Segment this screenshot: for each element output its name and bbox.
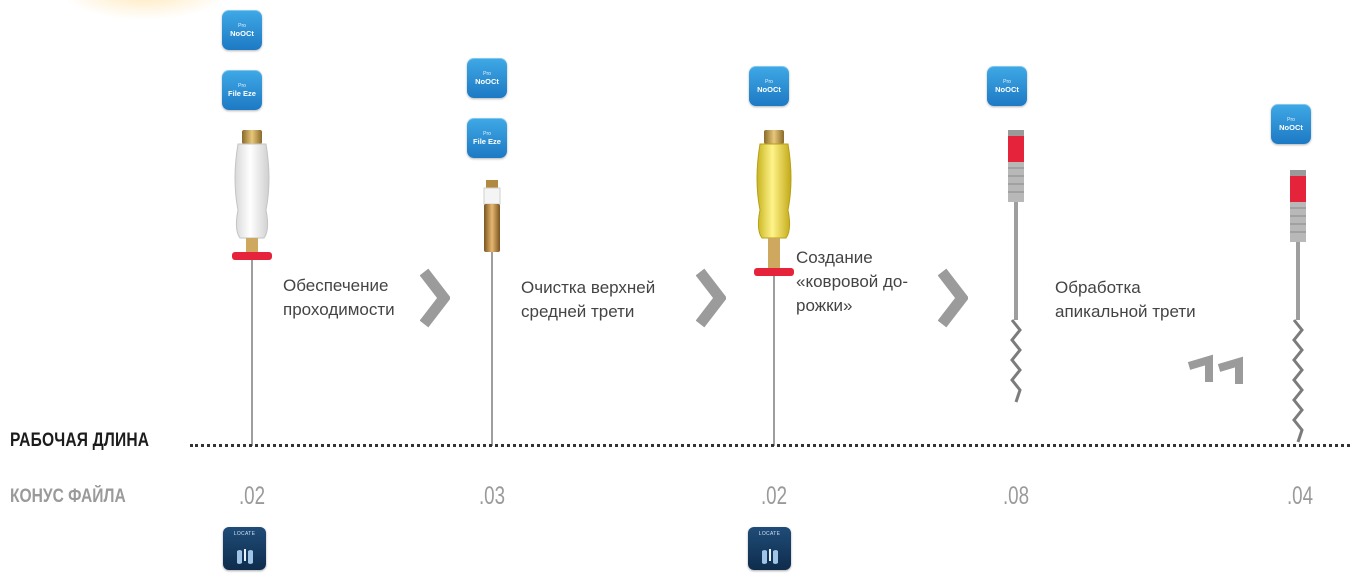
working-length-label: РАБОЧАЯ ДЛИНА (10, 430, 150, 451)
nogo-badge-icon: Pro NoOCt (749, 66, 789, 106)
tooth-icon (237, 549, 253, 564)
badge-main-text: NoOCt (230, 28, 254, 38)
locate-text: LOCATE (758, 531, 781, 537)
badge-sub-text: Pro (238, 22, 246, 29)
badge-sub-text: Pro (483, 130, 491, 137)
taper-value: .04 (1286, 482, 1314, 510)
step-text-2: Очистка верхней средней трети (521, 276, 655, 324)
badge-sub-text: Pro (238, 82, 246, 89)
rotary-file-red (1290, 170, 1306, 443)
step-line: апикальной трети (1055, 302, 1196, 321)
nogo-badge-icon: Pro NoOCt (1271, 104, 1311, 144)
step-line: Обработка (1055, 278, 1141, 297)
chevron-right-icon (420, 268, 450, 328)
step-text-3: Создание «ковровой до- рожки» (796, 246, 908, 318)
step-text-4: Обработка апикальной трети (1055, 276, 1196, 324)
hand-file-yellow (754, 130, 794, 446)
taper-value: .02 (238, 482, 266, 510)
hand-file-white (232, 130, 272, 446)
step-text-1: Обеспечение проходимости (283, 274, 395, 322)
nogo-badge-icon: Pro NoOCt (987, 66, 1027, 106)
badge-main-text: File Eze (473, 136, 501, 146)
nogo-badge-icon: Pro NoOCt (222, 10, 262, 50)
badge-main-text: File Eze (228, 88, 256, 98)
taper-label: КОНУС ФАЙЛА (10, 486, 126, 507)
badge-sub-text: Pro (483, 70, 491, 77)
locate-text: LOCATE (233, 531, 256, 537)
badge-main-text: NoOCt (1279, 122, 1303, 132)
rotary-file-gold (483, 180, 501, 446)
rotary-file-red (1008, 130, 1024, 403)
step-line: «ковровой до- (796, 272, 909, 291)
badge-main-text: NoOCt (475, 76, 499, 86)
step-line: проходимости (283, 300, 395, 319)
fileeze-badge-icon: Pro File Eze (467, 118, 507, 158)
working-length-dotted-line (190, 444, 1350, 447)
chevron-right-icon (696, 268, 726, 328)
step-line: Очистка верхней (521, 278, 656, 297)
badge-main-text: NoOCt (995, 84, 1019, 94)
step-line: Создание (796, 248, 873, 267)
taper-value: .03 (478, 482, 506, 510)
badge-main-text: NoOCt (757, 84, 781, 94)
fileeze-badge-icon: Pro File Eze (222, 70, 262, 110)
step-line: рожки» (796, 296, 853, 315)
badge-sub-text: Pro (1287, 116, 1295, 123)
decorative-glow (60, 0, 230, 20)
step-line: Обеспечение (283, 276, 389, 295)
badge-sub-text: Pro (1003, 78, 1011, 85)
locate-badge-icon: LOCATE (223, 527, 266, 570)
locate-badge-icon: LOCATE (748, 527, 791, 570)
chevron-down-right-icon (1187, 354, 1243, 384)
nogo-badge-icon: Pro NoOCt (467, 58, 507, 98)
taper-value: .02 (760, 482, 788, 510)
badge-sub-text: Pro (765, 78, 773, 85)
tooth-icon (762, 549, 778, 564)
taper-value: .08 (1002, 482, 1030, 510)
chevron-right-icon (938, 268, 968, 328)
step-line: средней трети (521, 302, 635, 321)
